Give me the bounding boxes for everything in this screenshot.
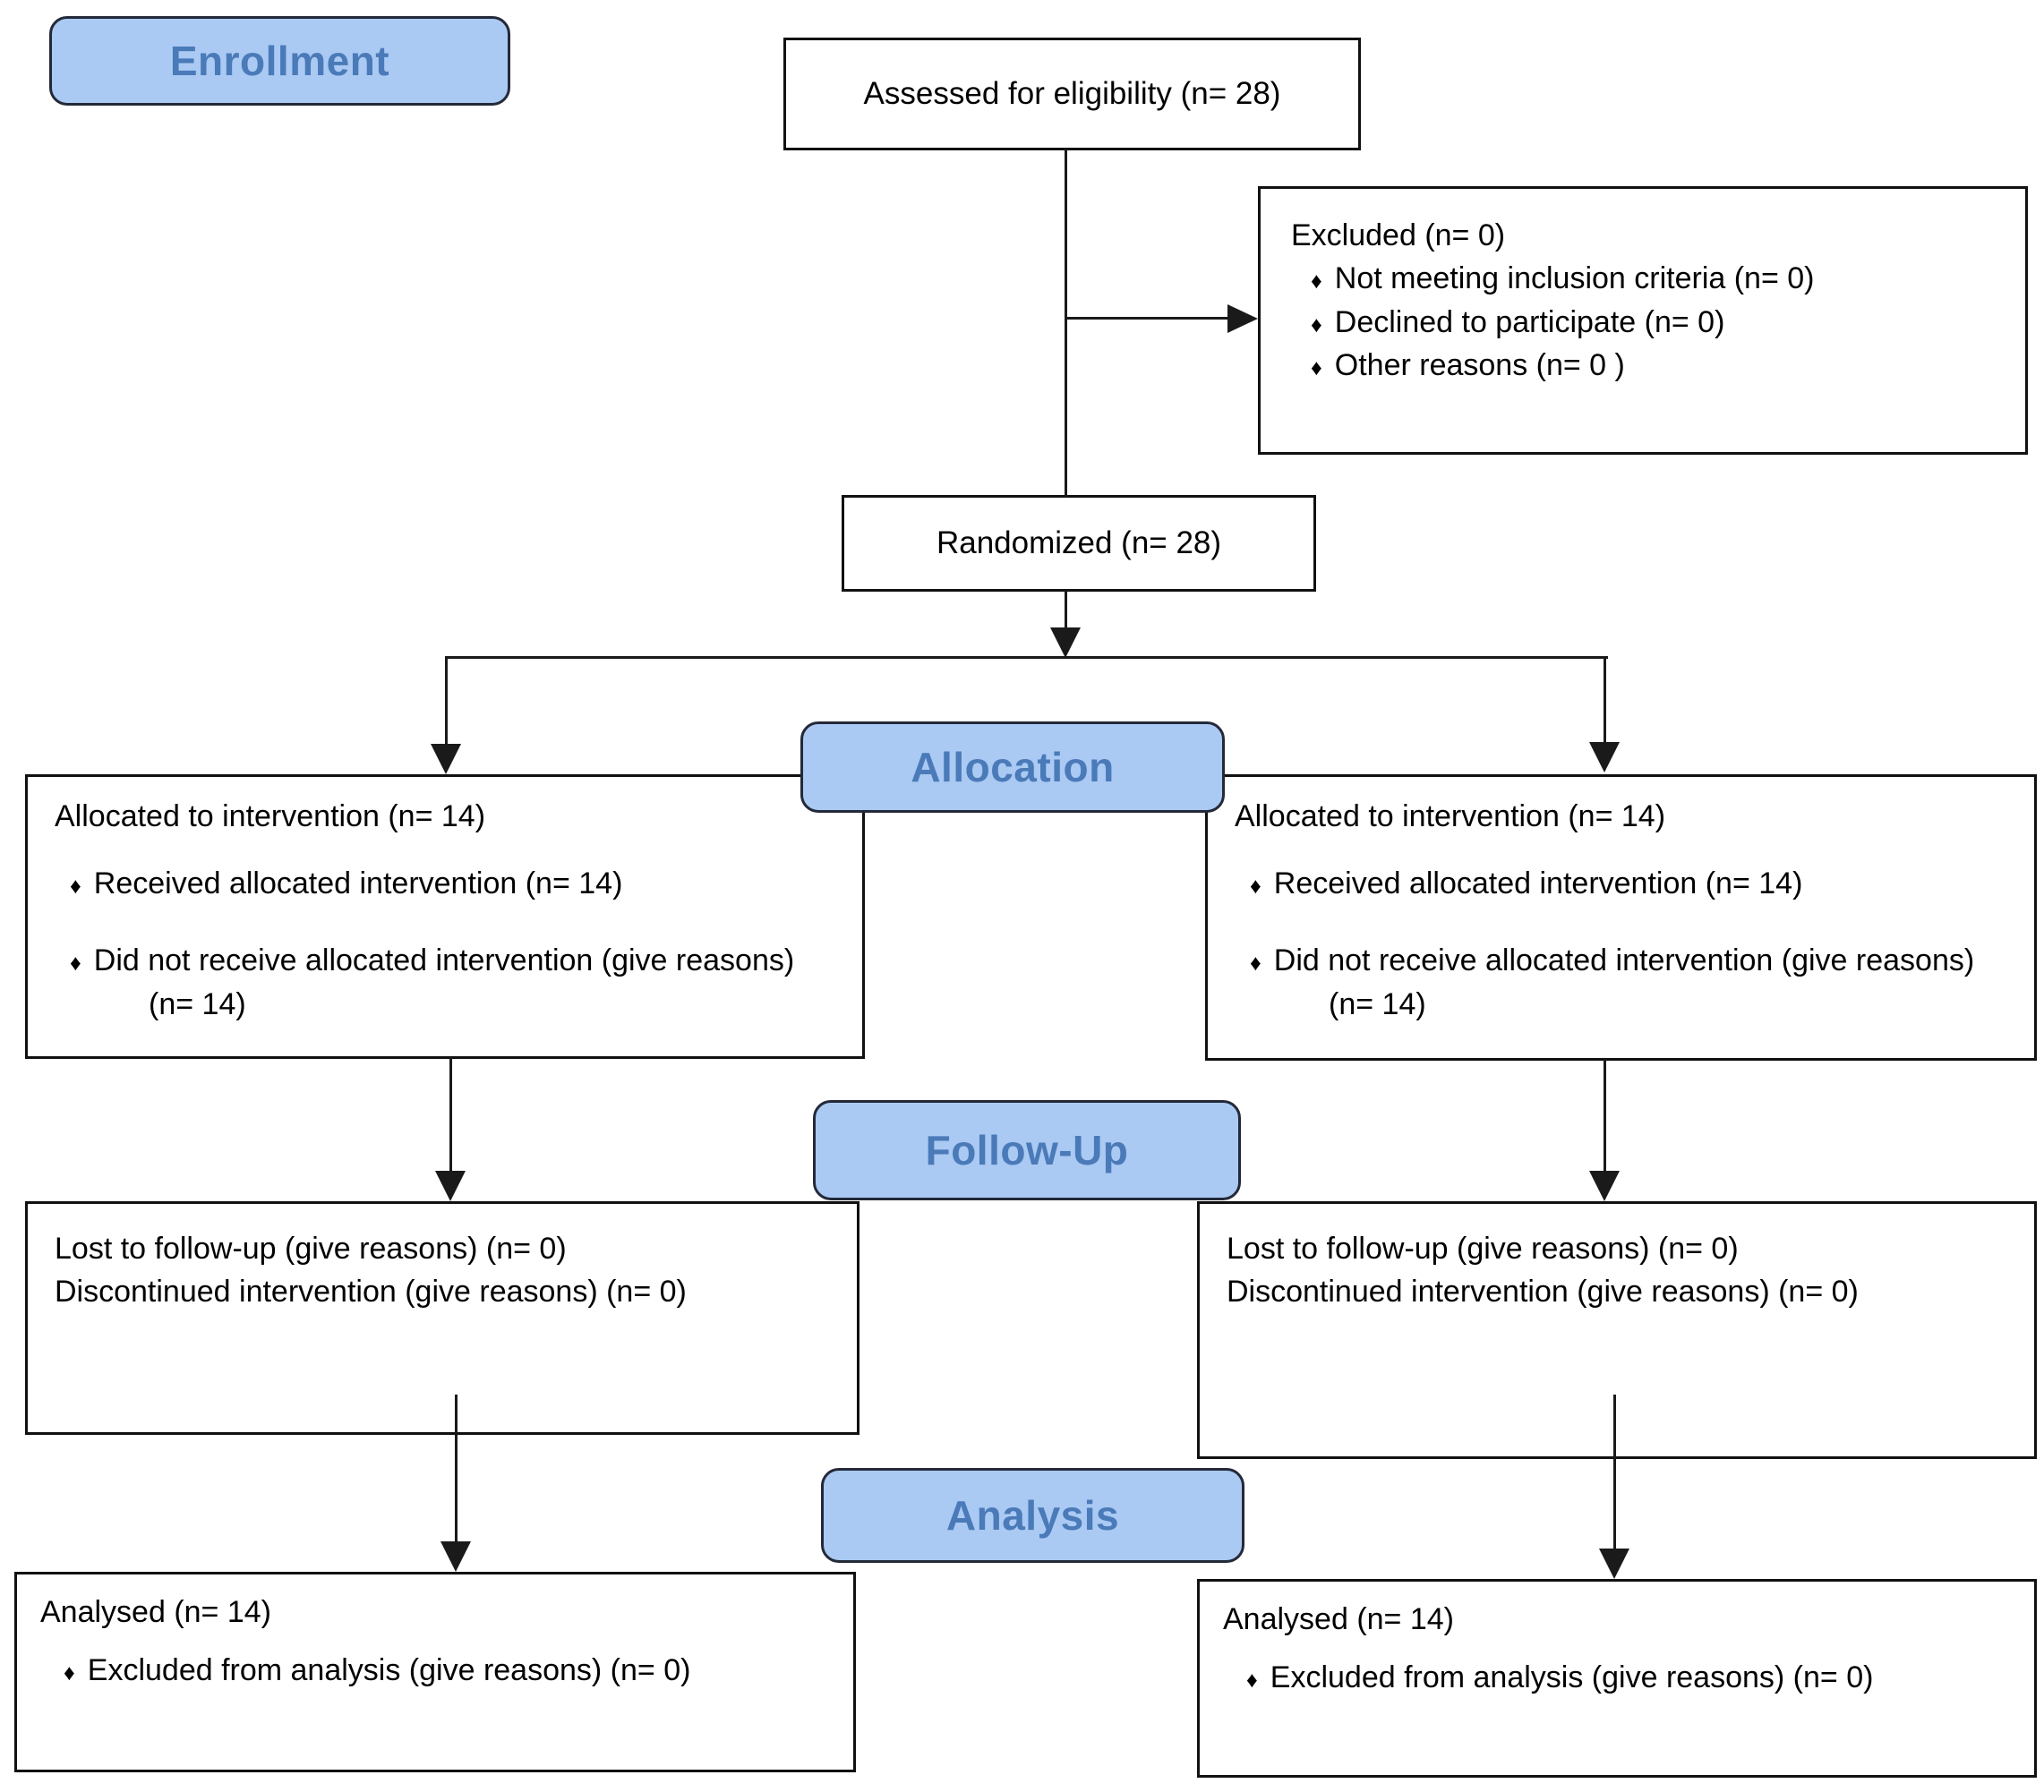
allocation-right-title: Allocated to intervention (n= 14) xyxy=(1235,799,1666,833)
arrowhead-into-followup-left-icon xyxy=(435,1171,466,1201)
allocation-left-title: Allocated to intervention (n= 14) xyxy=(55,799,486,833)
arrowhead-into-excluded-icon xyxy=(1227,304,1258,333)
allocation-left-bullet: ♦ Received allocated intervention (n= 14) xyxy=(55,862,842,906)
allocation-right-box: Allocated to intervention (n= 14) ♦ Recei… xyxy=(1205,774,2037,1061)
followup-left-box: Lost to follow-up (give reasons) (n= 0) … xyxy=(25,1201,860,1435)
allocation-left-bullet-text: Received allocated intervention (n= 14) xyxy=(93,866,623,901)
allocation-right-bullet: ♦ Did not receive allocated intervention … xyxy=(1235,939,2014,1028)
bullet-diamond-icon: ♦ xyxy=(1250,874,1261,900)
excluded-bullet-text: Not meeting inclusion criteria (n= 0) xyxy=(1334,261,1815,296)
line-assessed-to-randomized xyxy=(1065,149,1067,497)
analysis-right-title: Analysed (n= 14) xyxy=(1223,1602,1454,1636)
line-branch-to-excluded xyxy=(1065,317,1231,320)
allocation-left-box: Allocated to intervention (n= 14) ♦ Recei… xyxy=(25,774,865,1059)
analysis-right-box: Analysed (n= 14) ♦ Excluded from analysis… xyxy=(1197,1579,2037,1778)
analysis-left-content: Analysed (n= 14) ♦ Excluded from analysis… xyxy=(17,1574,853,1694)
analysis-left-bullet-text: Excluded from analysis (give reasons) (n… xyxy=(87,1653,691,1688)
allocation-right-bullet-text: Did not receive allocated intervention (… xyxy=(1273,943,1975,1021)
line-randomized-to-split xyxy=(1065,590,1067,631)
line-split-to-allocation-right xyxy=(1604,656,1606,744)
excluded-box: Excluded (n= 0) ♦ Not meeting inclusion c… xyxy=(1258,186,2028,455)
followup-right-content: Lost to follow-up (give reasons) (n= 0) … xyxy=(1200,1204,2034,1314)
line-followup-to-analysis-left xyxy=(455,1395,458,1545)
followup-right-line: Lost to follow-up (give reasons) (n= 0) xyxy=(1227,1232,1739,1266)
line-split-to-allocation-left xyxy=(445,656,448,746)
line-allocation-to-followup-right xyxy=(1604,1059,1606,1173)
bullet-diamond-icon: ♦ xyxy=(1311,269,1322,294)
analysis-left-box: Analysed (n= 14) ♦ Excluded from analysis… xyxy=(14,1572,856,1772)
allocation-right-bullet-text: Received allocated intervention (n= 14) xyxy=(1273,866,1803,901)
followup-right-line: Discontinued intervention (give reasons)… xyxy=(1227,1275,1859,1310)
allocation-left-content: Allocated to intervention (n= 14) ♦ Recei… xyxy=(28,777,862,1027)
excluded-bullet: ♦ Declined to participate (n= 0) xyxy=(1291,301,2007,344)
bullet-diamond-icon: ♦ xyxy=(64,1660,75,1686)
arrowhead-into-allocation-left-icon xyxy=(431,744,461,774)
arrowhead-at-split-icon xyxy=(1050,627,1081,658)
analysis-right-content: Analysed (n= 14) ♦ Excluded from analysis… xyxy=(1200,1582,2034,1701)
excluded-title: Excluded (n= 0) xyxy=(1291,218,1506,252)
stage-label-allocation-text: Allocation xyxy=(911,744,1115,790)
bullet-diamond-icon: ♦ xyxy=(1246,1668,1258,1694)
stage-label-followup-text: Follow-Up xyxy=(925,1127,1129,1173)
randomized-box: Randomized (n= 28) xyxy=(842,495,1316,592)
analysis-right-bullet-text: Excluded from analysis (give reasons) (n… xyxy=(1270,1660,1874,1695)
allocation-left-bullet: ♦ Did not receive allocated intervention … xyxy=(55,939,842,1028)
bullet-diamond-icon: ♦ xyxy=(70,874,81,900)
arrowhead-into-followup-right-icon xyxy=(1589,1171,1620,1201)
allocation-right-content: Allocated to intervention (n= 14) ♦ Recei… xyxy=(1208,777,2034,1027)
arrowhead-into-analysis-left-icon xyxy=(440,1541,471,1572)
followup-left-content: Lost to follow-up (give reasons) (n= 0) … xyxy=(28,1204,857,1314)
assessed-eligibility-box: Assessed for eligibility (n= 28) xyxy=(783,38,1361,150)
excluded-bullet-text: Other reasons (n= 0 ) xyxy=(1334,347,1625,382)
arrowhead-into-analysis-right-icon xyxy=(1599,1549,1629,1579)
followup-right-box: Lost to follow-up (give reasons) (n= 0) … xyxy=(1197,1201,2037,1459)
excluded-content: Excluded (n= 0) ♦ Not meeting inclusion c… xyxy=(1261,189,2025,387)
excluded-bullet-text: Declined to participate (n= 0) xyxy=(1334,304,1725,339)
stage-label-enrollment: Enrollment xyxy=(49,16,510,106)
assessed-eligibility-text: Assessed for eligibility (n= 28) xyxy=(863,75,1281,111)
allocation-left-bullet-text: Did not receive allocated intervention (… xyxy=(93,943,795,1021)
stage-label-analysis-text: Analysis xyxy=(945,1492,1120,1539)
stage-label-enrollment-text: Enrollment xyxy=(169,38,390,84)
followup-left-line: Lost to follow-up (give reasons) (n= 0) xyxy=(55,1232,567,1266)
allocation-right-bullet: ♦ Received allocated intervention (n= 14) xyxy=(1235,862,2014,906)
arrowhead-into-allocation-right-icon xyxy=(1589,742,1620,772)
excluded-bullet: ♦ Not meeting inclusion criteria (n= 0) xyxy=(1291,257,2007,300)
analysis-left-title: Analysed (n= 14) xyxy=(40,1595,271,1629)
excluded-bullet: ♦ Other reasons (n= 0 ) xyxy=(1291,344,2007,387)
line-followup-to-analysis-right xyxy=(1613,1395,1616,1552)
bullet-diamond-icon: ♦ xyxy=(1250,950,1261,976)
line-split-horizontal xyxy=(446,656,1608,659)
analysis-right-bullet: ♦ Excluded from analysis (give reasons) (… xyxy=(1223,1656,2014,1700)
bullet-diamond-icon: ♦ xyxy=(70,950,81,976)
randomized-text: Randomized (n= 28) xyxy=(936,525,1222,560)
followup-left-line: Discontinued intervention (give reasons)… xyxy=(55,1275,687,1310)
line-allocation-to-followup-left xyxy=(449,1057,452,1173)
analysis-left-bullet: ♦ Excluded from analysis (give reasons) (… xyxy=(40,1649,834,1693)
stage-label-allocation: Allocation xyxy=(800,721,1225,813)
stage-label-followup: Follow-Up xyxy=(813,1100,1241,1200)
bullet-diamond-icon: ♦ xyxy=(1311,311,1322,337)
stage-label-analysis: Analysis xyxy=(821,1468,1244,1563)
bullet-diamond-icon: ♦ xyxy=(1311,354,1322,380)
